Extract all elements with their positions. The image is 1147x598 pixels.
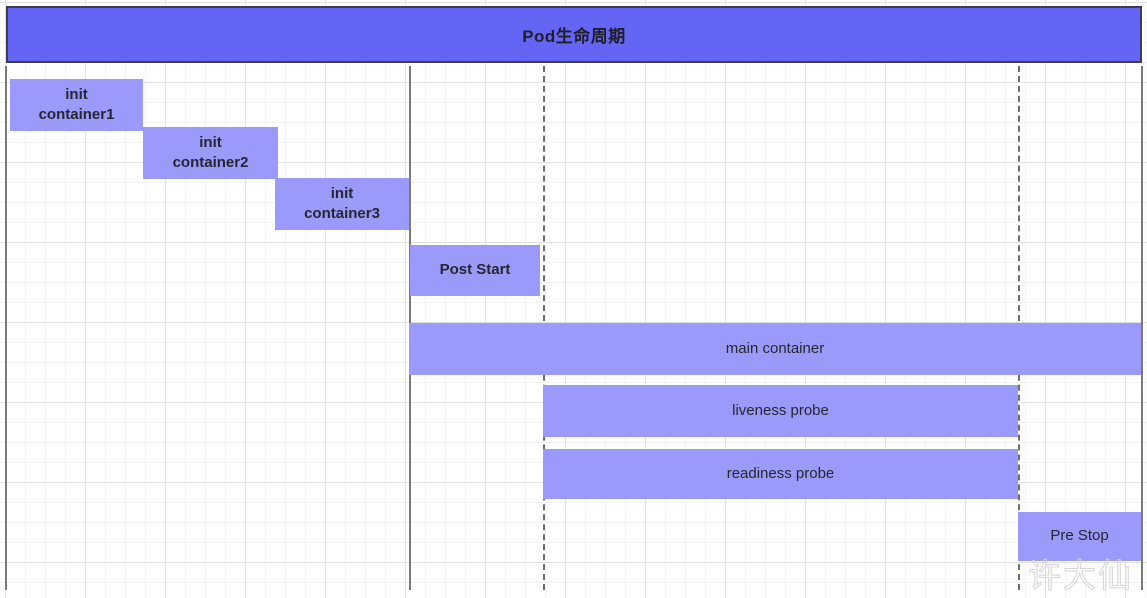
bar-post-start-hook: Post Start [410, 245, 540, 296]
bar-label-init-container-1: init container1 [38, 85, 115, 123]
diagram-title-bar: Pod生命周期 [6, 6, 1142, 63]
bar-label-post-start-hook: Post Start [439, 261, 511, 279]
watermark-label: 许大仙 [1028, 556, 1133, 596]
bar-init-container-1: init container1 [10, 79, 143, 131]
bar-init-container-3: init container3 [275, 178, 409, 230]
bar-label-init-container-3: init container3 [304, 184, 380, 222]
page-title: Pod生命周期 [522, 27, 626, 46]
guide-line-right-axis [1141, 66, 1143, 590]
bar-label-pre-stop-hook: Pre Stop [1050, 527, 1109, 545]
bar-init-container-2: init container2 [143, 127, 278, 179]
bar-label-liveness-probe: liveness probe [732, 401, 829, 419]
bar-pre-stop-hook: Pre Stop [1018, 512, 1141, 561]
bar-readiness-probe: readiness probe [543, 449, 1018, 499]
bar-main-container: main container [409, 323, 1141, 375]
bar-label-init-container-2: init container2 [172, 133, 249, 171]
bar-liveness-probe: liveness probe [543, 385, 1018, 437]
guide-line-left-axis [5, 66, 7, 590]
bar-label-readiness-probe: readiness probe [726, 464, 835, 482]
bar-label-main-container: main container [725, 339, 825, 357]
